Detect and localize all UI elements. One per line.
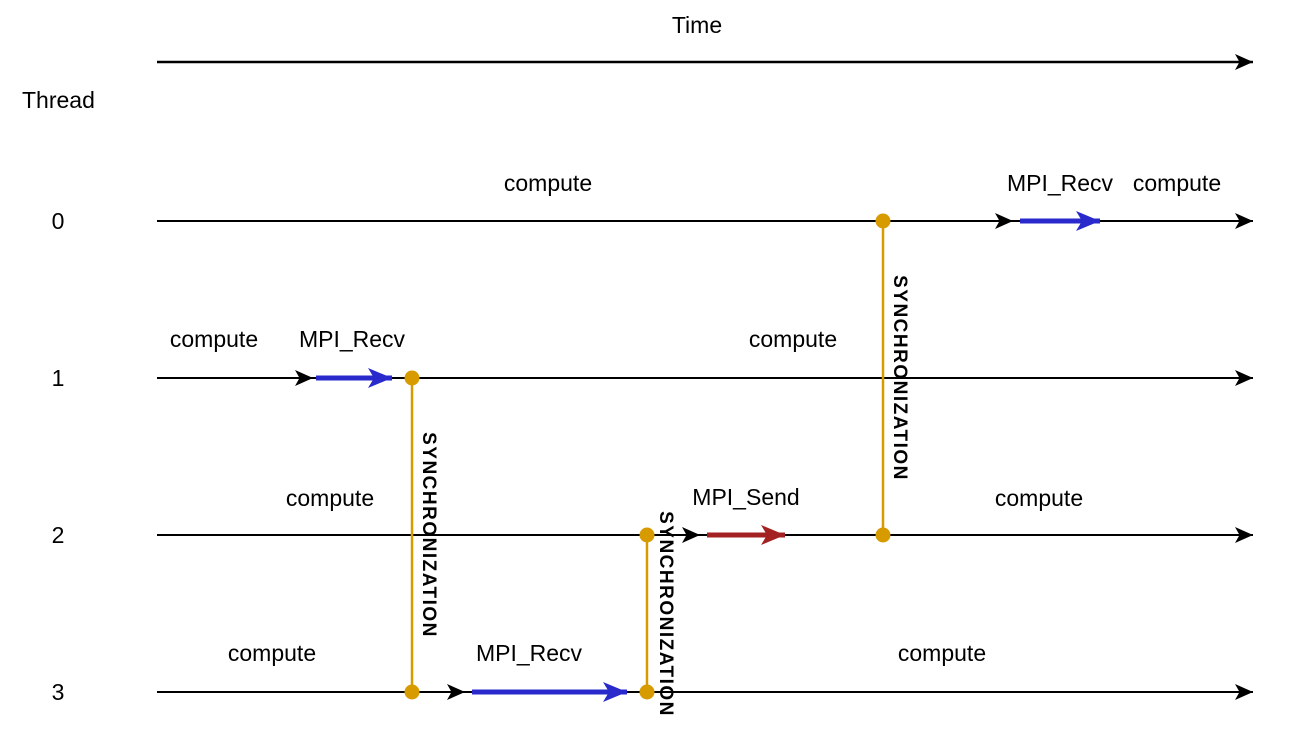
compute-label: compute [228,640,316,666]
compute-label: compute [898,640,986,666]
sync-line-threads-1-3: SYNCHRONIZATION [404,370,439,700]
sync-endpoint-dot [404,370,420,386]
mpi-send-label: MPI_Send [692,484,799,510]
thread-row-3: 3 compute MPI_Recv compute [52,640,1253,705]
mpi-recv-label: MPI_Recv [476,640,583,666]
thread-id-label: 3 [52,679,65,705]
thread-id-label: 0 [52,208,65,234]
compute-label: compute [749,326,837,352]
sync-line-threads-0-2: SYNCHRONIZATION [875,213,910,543]
sync-endpoint-dot [875,213,891,229]
mpi-recv-label: MPI_Recv [1007,170,1114,196]
thread-id-label: 2 [52,522,65,548]
sync-label: SYNCHRONIZATION [889,275,910,481]
sync-label: SYNCHRONIZATION [418,432,439,638]
sync-endpoint-dot [639,527,655,543]
compute-label: compute [995,485,1083,511]
thread-row-0: 0 compute MPI_Recv compute [52,170,1253,234]
mpi-recv-label: MPI_Recv [299,326,406,352]
thread-id-label: 1 [52,365,65,391]
compute-label: compute [170,326,258,352]
sync-endpoint-dot [639,684,655,700]
thread-row-2: 2 compute MPI_Send compute [52,484,1253,548]
time-axis-label: Time [672,12,722,38]
sync-endpoint-dot [404,684,420,700]
thread-axis-label: Thread [22,87,95,113]
compute-label: compute [1133,170,1221,196]
compute-label: compute [504,170,592,196]
compute-label: compute [286,485,374,511]
thread-row-1: 1 compute MPI_Recv compute [52,326,1253,391]
sync-label: SYNCHRONIZATION [655,511,676,717]
time-axis: Time Thread [22,12,1253,113]
sync-endpoint-dot [875,527,891,543]
sync-line-threads-2-3: SYNCHRONIZATION [639,511,676,717]
